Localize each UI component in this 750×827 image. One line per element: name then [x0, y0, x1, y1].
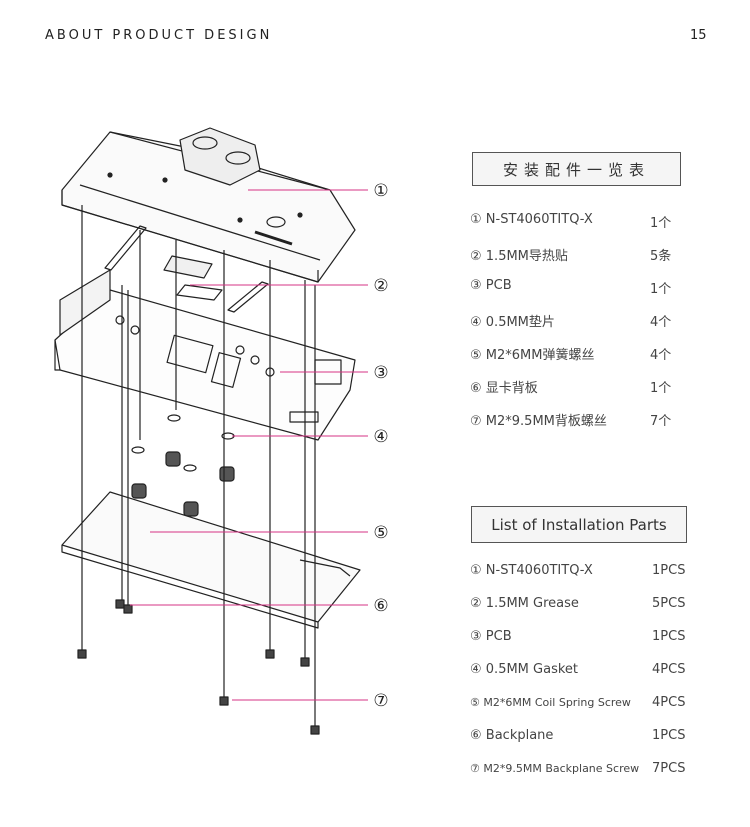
part-name: ⑤ M2*6MM弹簧螺丝 [470, 348, 595, 363]
part-qty: 1个 [650, 216, 672, 231]
part-name: ① N-ST4060TITQ-X [470, 563, 593, 578]
backplane-part [61, 491, 361, 629]
part-name: ⑥ 显卡背板 [470, 381, 538, 396]
part-qty: 7PCS [652, 761, 686, 776]
callout-3: ③ [373, 363, 388, 383]
part-qty: 4PCS [652, 662, 686, 677]
backplane-screws-part [77, 205, 320, 735]
part-qty: 1PCS [652, 563, 686, 578]
part-qty: 1个 [650, 381, 672, 396]
gaskets-part [131, 414, 235, 472]
part-name: ② 1.5MM导热贴 [470, 249, 568, 264]
part-qty: 4个 [650, 348, 672, 363]
spring-screws-part [131, 451, 235, 517]
callout-4: ④ [373, 427, 388, 447]
callout-lines [130, 189, 368, 701]
part-qty: 1个 [650, 282, 672, 297]
part-name: ① N-ST4060TITQ-X [470, 212, 593, 227]
part-qty: 5PCS [652, 596, 686, 611]
callout-5: ⑤ [373, 523, 388, 543]
part-qty: 1PCS [652, 728, 686, 743]
part-name: ④ 0.5MM垫片 [470, 315, 555, 330]
part-name: ⑦ M2*9.5MM Backplane Screw [470, 762, 640, 775]
pcb-part [54, 269, 356, 441]
waterblock-part [61, 127, 356, 283]
part-name: ③ PCB [470, 278, 512, 293]
callout-6: ⑥ [373, 596, 388, 616]
callout-markers: ① ② ③ ④ ⑤ ⑥ ⑦ [373, 181, 388, 711]
part-name: ④ 0.5MM Gasket [470, 662, 578, 677]
callout-7: ⑦ [373, 691, 388, 711]
page-header-title: ABOUT PRODUCT DESIGN [45, 28, 273, 43]
part-qty: 5条 [650, 249, 672, 264]
page-number: 15 [690, 28, 707, 43]
part-qty: 1PCS [652, 629, 686, 644]
callout-2: ② [373, 276, 388, 296]
parts-list-title-en: List of Installation Parts [471, 506, 687, 543]
part-name: ⑥ Backplane [470, 728, 554, 743]
part-name: ③ PCB [470, 629, 512, 644]
part-name: ⑤ M2*6MM Coil Spring Screw [470, 696, 631, 709]
parts-list-title-cn: 安装配件一览表 [472, 152, 681, 186]
part-qty: 4PCS [652, 695, 686, 710]
part-name: ② 1.5MM Grease [470, 596, 579, 611]
part-qty: 7个 [650, 414, 672, 429]
part-qty: 4个 [650, 315, 672, 330]
callout-1: ① [373, 181, 388, 201]
part-name: ⑦ M2*9.5MM背板螺丝 [470, 414, 607, 429]
